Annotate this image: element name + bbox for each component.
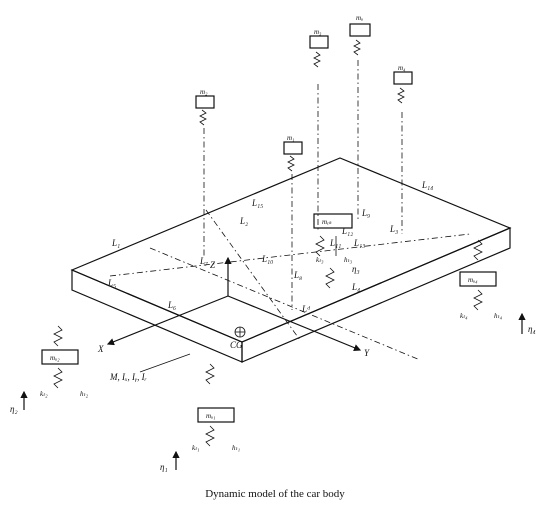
axis-x-label: X: [97, 344, 104, 354]
dim-l6: L₆: [167, 300, 176, 310]
dim-l14: L₁₄: [421, 180, 433, 190]
seat-mass-5: mᵤ: [349, 14, 371, 220]
wheel-h-label: hₜ₄: [494, 312, 503, 320]
cg-label: CG: [230, 340, 243, 350]
dimension-labels: L₁ L₅ L₆ L₂ L₁₅ L₁₀ L₁₁ L₁₃ L₈ L₄ L₃ L₁₄…: [107, 180, 433, 314]
dim-ld: Lᵈ: [301, 304, 311, 314]
dim-l15: L₁₅: [251, 198, 263, 208]
wheel-k-label: kₜ₄: [460, 312, 468, 320]
center-of-gravity: CG: [230, 326, 246, 350]
wheel-h-label: hₜ₁: [232, 444, 240, 452]
dim-l5: L₅: [107, 278, 116, 288]
wheel-4: mᵤ₄ kₜ₄ hₜ₄ η₄: [459, 239, 536, 334]
dim-l11: L₁₁: [329, 238, 341, 248]
body-mass-label: M, Iₓ, Iᵧ, Iᵣ: [109, 372, 147, 382]
seat-mass-label: m₁: [287, 134, 295, 142]
engine-mass: mₑₖ: [313, 213, 353, 257]
seat-mass-3: m₃: [309, 28, 329, 230]
seat-mass-1: m₁: [283, 134, 303, 310]
wheel-eta-label: η₂: [10, 404, 18, 414]
dim-l4: L₄: [351, 282, 360, 292]
wheel-eta-label: η₁: [160, 462, 168, 472]
wheel-h-label: hₜ₂: [80, 390, 89, 398]
seat-mass-4: m₄: [393, 64, 413, 234]
dim-l3: L₃: [389, 224, 398, 234]
wheel-h-label: hₜ₃: [344, 256, 353, 264]
figure-caption: Dynamic model of the car body: [205, 488, 345, 500]
wheel-mass-label: mᵤ₂: [50, 354, 60, 362]
dim-l10: L₁₀: [261, 254, 273, 264]
dim-l7: L₇: [199, 256, 208, 266]
seat-mass-label: m₃: [314, 28, 322, 36]
seat-mass-label: mᵤ: [356, 14, 363, 22]
wheel-2: mᵤ₂ kₜ₂ hₜ₂ η₂: [10, 325, 89, 414]
wheel-eta-label: η₄: [528, 324, 536, 334]
engine-mass-label: mₑₖ: [322, 218, 333, 226]
wheel-k-label: kₜ₃: [316, 256, 324, 264]
dim-l1: L₁: [111, 238, 120, 248]
axis-z-label: Z: [210, 260, 216, 270]
wheel-3: kₜ₃ hₜ₃ η₃: [316, 256, 360, 289]
dim-l13: L₁₃: [353, 238, 365, 248]
dim-l8: L₈: [293, 270, 302, 280]
wheel-1: mᵤ₁ kₜ₁ hₜ₁ η₁: [160, 363, 240, 472]
wheel-mass-label: mᵤ₄: [468, 276, 478, 284]
dim-l2: L₂: [239, 216, 248, 226]
coordinate-axes: Z X Y: [97, 256, 370, 358]
wheel-k-label: kₜ₁: [192, 444, 200, 452]
wheel-eta-label: η₃: [352, 264, 360, 274]
dim-l12: L₁₂: [341, 226, 353, 236]
wheel-k-label: kₜ₂: [40, 390, 48, 398]
car-body-slab: [70, 157, 512, 363]
seat-mass-label: m₄: [398, 64, 406, 72]
dim-l9: L₉: [361, 208, 370, 218]
axis-y-label: Y: [364, 348, 370, 358]
wheel-mass-label: mᵤ₁: [206, 412, 216, 420]
seat-mass-2: m₂: [195, 88, 215, 256]
seat-mass-label: m₂: [200, 88, 208, 96]
